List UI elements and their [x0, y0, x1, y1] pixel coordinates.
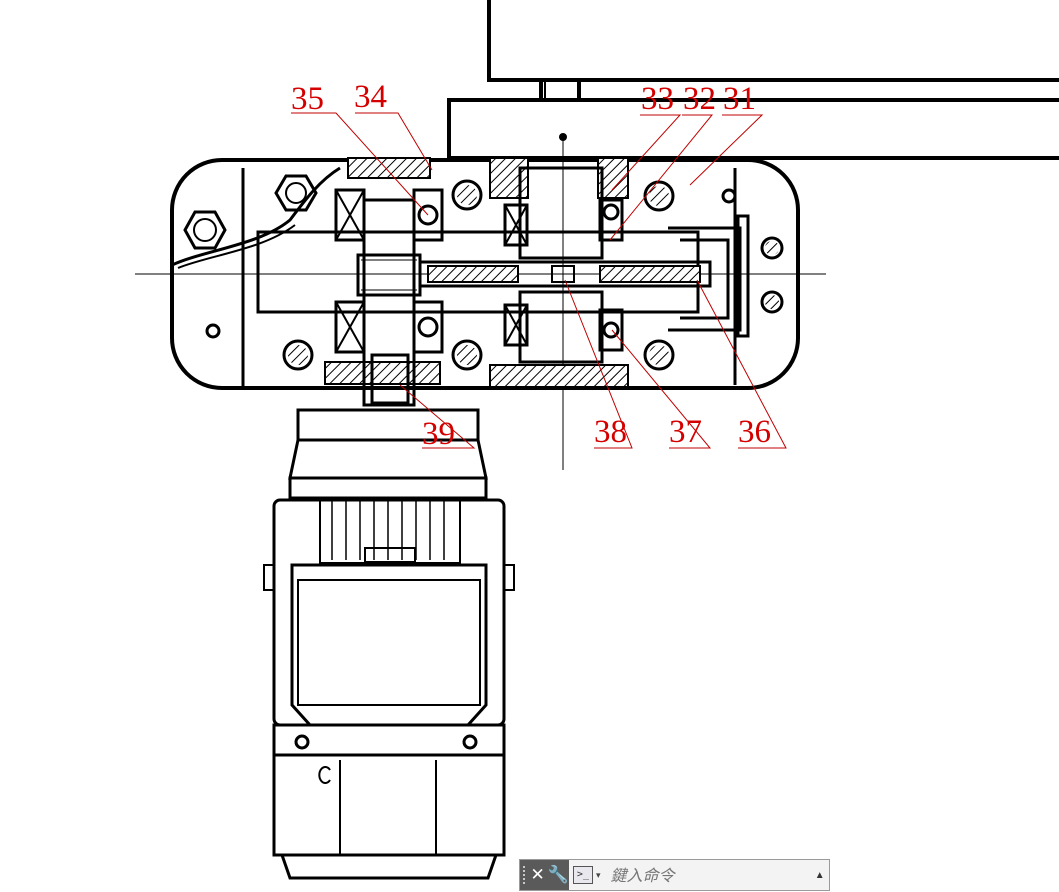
- drive-motor: [263, 408, 515, 880]
- chevron-down-icon: ▾: [595, 869, 601, 880]
- center-gear-assembly: [489, 157, 629, 388]
- callout-31: 31: [723, 81, 756, 117]
- callout-35: 35: [291, 81, 324, 117]
- callout-37: 37: [669, 414, 702, 450]
- callout-labels: 35 34 33 32 31 39 38 37 36: [291, 79, 771, 452]
- bolt-holes: [205, 179, 784, 371]
- gearbox-housing: [135, 140, 826, 470]
- callout-38: 38: [594, 414, 627, 450]
- command-line-bar: ✕ 🔧 >_ ▾ ▲: [519, 859, 830, 891]
- callout-32: 32: [683, 81, 716, 117]
- callout-leaders: [291, 112, 787, 449]
- transmission-shaft: [418, 260, 712, 288]
- frame-structure: [447, 0, 1059, 160]
- close-icon[interactable]: ✕: [527, 860, 548, 890]
- right-bracket: [668, 214, 750, 338]
- wrench-icon[interactable]: 🔧: [547, 860, 569, 890]
- recent-commands-button[interactable]: >_ ▾: [572, 860, 601, 890]
- history-up-icon[interactable]: ▲: [814, 869, 825, 881]
- input-shaft-assembly: [324, 157, 444, 407]
- callout-36: 36: [738, 414, 771, 450]
- callout-33: 33: [641, 81, 674, 117]
- command-prompt-icon: >_: [572, 866, 593, 884]
- drag-grip-handle[interactable]: [520, 860, 528, 890]
- callout-39: 39: [422, 416, 455, 452]
- callout-34: 34: [354, 79, 387, 115]
- command-input[interactable]: [608, 862, 811, 888]
